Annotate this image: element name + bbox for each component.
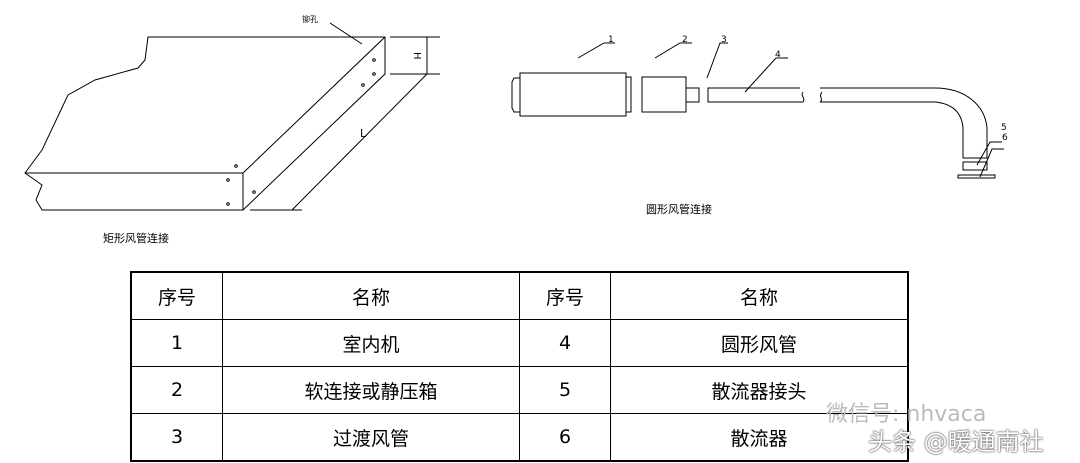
table-cell: 3 — [130, 413, 223, 462]
rectangular-duct-diagram: 铆孔 H L 矩形风管连接 — [24, 14, 440, 245]
table-cell: 5 — [519, 366, 611, 414]
table-cell: 室内机 — [222, 319, 520, 367]
table-row: 2 软连接或静压箱 5 散流器接头 — [130, 366, 909, 414]
table-cell: 散流器接头 — [610, 366, 909, 414]
rect-caption: 矩形风管连接 — [103, 231, 169, 245]
table-cell: 1 — [130, 319, 223, 367]
label-5: 5 — [1001, 123, 1007, 133]
table-cell: 散流器 — [610, 413, 909, 462]
table-cell: 软连接或静压箱 — [222, 366, 520, 414]
header-cell: 名称 — [222, 271, 520, 320]
toutiao-watermark: 头条 @暖通南社 — [868, 428, 1044, 456]
table-header-row: 序号 名称 序号 名称 — [130, 271, 909, 320]
wechat-watermark: 微信号: nhvaca — [826, 402, 987, 427]
round-caption: 圆形风管连接 — [646, 202, 712, 216]
header-cell: 序号 — [130, 271, 223, 320]
label-3: 3 — [721, 35, 727, 45]
header-cell: 名称 — [610, 271, 909, 320]
table-cell: 2 — [130, 366, 223, 414]
table-cell: 过渡风管 — [222, 413, 520, 462]
label-1: 1 — [608, 35, 614, 45]
table-cell: 圆形风管 — [610, 319, 909, 367]
table-cell: 6 — [519, 413, 611, 462]
table-row: 3 过渡风管 6 散流器 — [130, 413, 909, 462]
l-label: L — [360, 127, 367, 140]
table-cell: 4 — [519, 319, 611, 367]
round-duct-diagram: 1 2 3 4 5 6 圆形风管连接 — [511, 35, 1008, 216]
hole-label: 铆孔 — [302, 14, 318, 24]
h-label: H — [411, 52, 422, 60]
label-2: 2 — [682, 35, 688, 45]
label-6: 6 — [1002, 133, 1008, 143]
header-cell: 序号 — [519, 271, 611, 320]
legend-table: 序号 名称 序号 名称 1 室内机 4 圆形风管 2 软连接或静压箱 5 散流器… — [130, 271, 909, 462]
table-row: 1 室内机 4 圆形风管 — [130, 319, 909, 367]
label-4: 4 — [775, 50, 781, 60]
